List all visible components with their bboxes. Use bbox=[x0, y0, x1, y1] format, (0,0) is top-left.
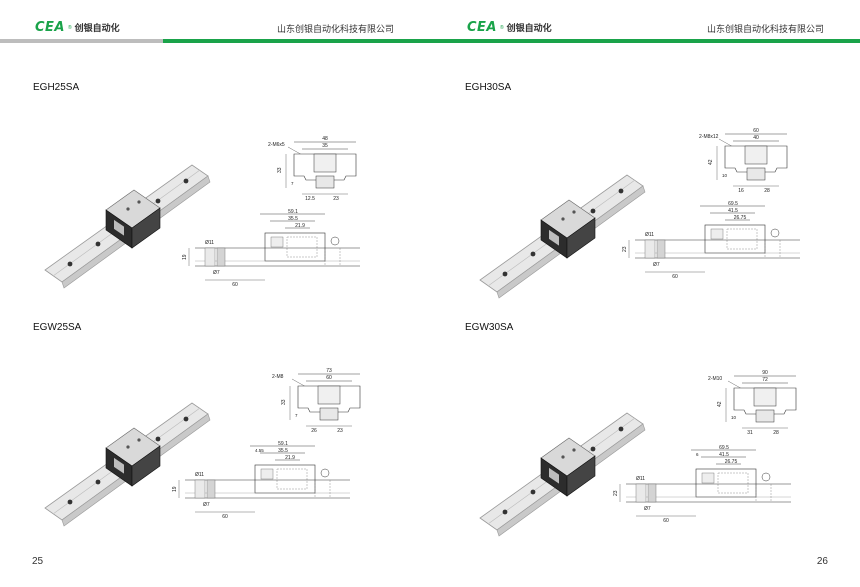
side-view-drawing: 59.1 35.5 21.9 4.55 Ø11 19 Ø7 60 bbox=[172, 441, 350, 520]
dim-bolt: 2-M8 bbox=[272, 374, 284, 380]
dim-counterbore: Ø7 bbox=[213, 270, 220, 276]
model-title: EGH30SA bbox=[465, 82, 512, 93]
front-view-drawing: 48 35 2-M6x5 33 7 12.5 23 bbox=[268, 136, 357, 202]
dim-body-length: 41.5 bbox=[719, 452, 729, 458]
header-divider-green bbox=[163, 39, 860, 43]
product-photo bbox=[479, 174, 646, 299]
model-title: EGW30SA bbox=[465, 322, 514, 333]
dim-bolt: 2-M8x12 bbox=[699, 134, 719, 140]
dim-length: 59.1 bbox=[278, 441, 288, 447]
side-view-drawing: 69.5 41.5 26.75 6 Ø11 23 Ø7 60 bbox=[613, 445, 791, 524]
dim-hole-pitch: 60 bbox=[672, 274, 678, 280]
front-view-drawing: 60 40 2-M8x12 42 10 16 28 bbox=[699, 128, 788, 194]
header-divider-gray bbox=[0, 39, 163, 43]
dim-inner-length: 21.9 bbox=[285, 455, 295, 461]
dim-counterbore: Ø7 bbox=[644, 506, 651, 512]
product-photo bbox=[479, 412, 646, 537]
dim-pitch: 40 bbox=[753, 135, 759, 141]
dim-h1: 10 bbox=[731, 415, 737, 420]
dim-rail-width: 28 bbox=[764, 188, 770, 194]
dim-rail-pitch: 16 bbox=[738, 188, 744, 194]
dim-inner-length: 21.9 bbox=[295, 223, 305, 229]
front-view-drawing: 73 60 2-M8 33 7 26 23 bbox=[272, 368, 361, 434]
dim-height: 33 bbox=[281, 399, 287, 405]
logo-mark: CEA bbox=[35, 20, 65, 35]
dim-width: 48 bbox=[322, 136, 328, 142]
dim-hole-diameter: Ø11 bbox=[636, 476, 645, 482]
logo-chinese-name: 创银自动化 bbox=[506, 24, 552, 34]
model-title: EGH25SA bbox=[33, 82, 80, 93]
dim-width: 90 bbox=[762, 370, 768, 376]
dim-hole-diameter: Ø11 bbox=[195, 472, 204, 478]
dim-hole-pitch: 60 bbox=[663, 518, 669, 524]
dim-rail-height: 23 bbox=[613, 490, 619, 496]
dim-h1: 7 bbox=[291, 181, 294, 186]
dim-hole-diameter: Ø11 bbox=[645, 232, 654, 238]
dim-rail-pitch: 31 bbox=[747, 430, 753, 436]
dim-pitch: 35 bbox=[322, 143, 328, 149]
dim-counterbore: Ø7 bbox=[653, 262, 660, 268]
dim-hole-diameter: Ø11 bbox=[205, 240, 214, 246]
dim-pitch: 72 bbox=[762, 377, 768, 383]
dim-hole-pitch: 60 bbox=[232, 282, 238, 288]
product-photo bbox=[44, 402, 211, 527]
dim-h1: 10 bbox=[722, 173, 728, 178]
logo-registered: ® bbox=[67, 24, 72, 31]
dim-rail-pitch: 12.5 bbox=[305, 196, 315, 202]
dim-rail-height: 23 bbox=[622, 246, 628, 252]
dim-rail-width: 28 bbox=[773, 430, 779, 436]
dim-width: 73 bbox=[326, 368, 332, 374]
dim-body-length: 35.5 bbox=[278, 448, 288, 454]
page-number: 25 bbox=[32, 556, 44, 567]
model-title: EGW25SA bbox=[33, 322, 82, 333]
dim-body-length: 35.5 bbox=[288, 216, 298, 222]
dim-pitch: 60 bbox=[326, 375, 332, 381]
side-view-drawing: 69.5 41.5 26.75 Ø11 23 Ø7 60 bbox=[622, 201, 800, 280]
page-number: 26 bbox=[816, 556, 828, 567]
dim-bolt: 2-M10 bbox=[708, 376, 722, 382]
dim-extra: 4.55 bbox=[255, 448, 264, 453]
brand-logo: CEA® 创银自动化 bbox=[467, 20, 552, 35]
logo-chinese-name: 创银自动化 bbox=[74, 24, 120, 34]
logo-mark: CEA bbox=[467, 20, 497, 35]
dim-length: 59.1 bbox=[288, 209, 298, 215]
dim-inner-length: 26.75 bbox=[734, 215, 747, 221]
dim-counterbore: Ø7 bbox=[203, 502, 210, 508]
dim-rail-pitch: 26 bbox=[311, 428, 317, 434]
brand-logo: CEA® 创银自动化 bbox=[35, 20, 120, 35]
product-photo bbox=[44, 164, 211, 289]
side-view-drawing: 59.1 35.5 21.9 Ø11 19 Ø7 60 bbox=[182, 209, 360, 288]
dim-rail-width: 23 bbox=[337, 428, 343, 434]
dim-height: 33 bbox=[277, 167, 283, 173]
dim-height: 42 bbox=[708, 159, 714, 165]
dim-length: 69.5 bbox=[728, 201, 738, 207]
right-page: CEA® 创银自动化 山东创银自动化科技有限公司 26 bbox=[430, 0, 860, 587]
company-name: 山东创银自动化科技有限公司 bbox=[276, 25, 394, 35]
dim-height: 42 bbox=[717, 401, 723, 407]
dim-rail-height: 19 bbox=[182, 254, 188, 260]
front-view-drawing: 90 72 2-M10 42 10 31 28 bbox=[708, 370, 797, 436]
dim-rail-height: 19 bbox=[172, 486, 178, 492]
dim-hole-pitch: 60 bbox=[222, 514, 228, 520]
dim-rail-width: 23 bbox=[333, 196, 339, 202]
company-name: 山东创银自动化科技有限公司 bbox=[706, 25, 824, 35]
dim-extra: 6 bbox=[696, 452, 699, 457]
dim-h1: 7 bbox=[295, 413, 298, 418]
dim-inner-length: 26.75 bbox=[725, 459, 738, 465]
left-page: CEA® 创银自动化 山东创银自动化科技有限公司 25 bbox=[32, 20, 394, 567]
dim-bolt: 2-M6x5 bbox=[268, 142, 285, 148]
logo-registered: ® bbox=[499, 24, 504, 31]
dim-length: 69.5 bbox=[719, 445, 729, 451]
dim-body-length: 41.5 bbox=[728, 208, 738, 214]
dim-width: 60 bbox=[753, 128, 759, 134]
